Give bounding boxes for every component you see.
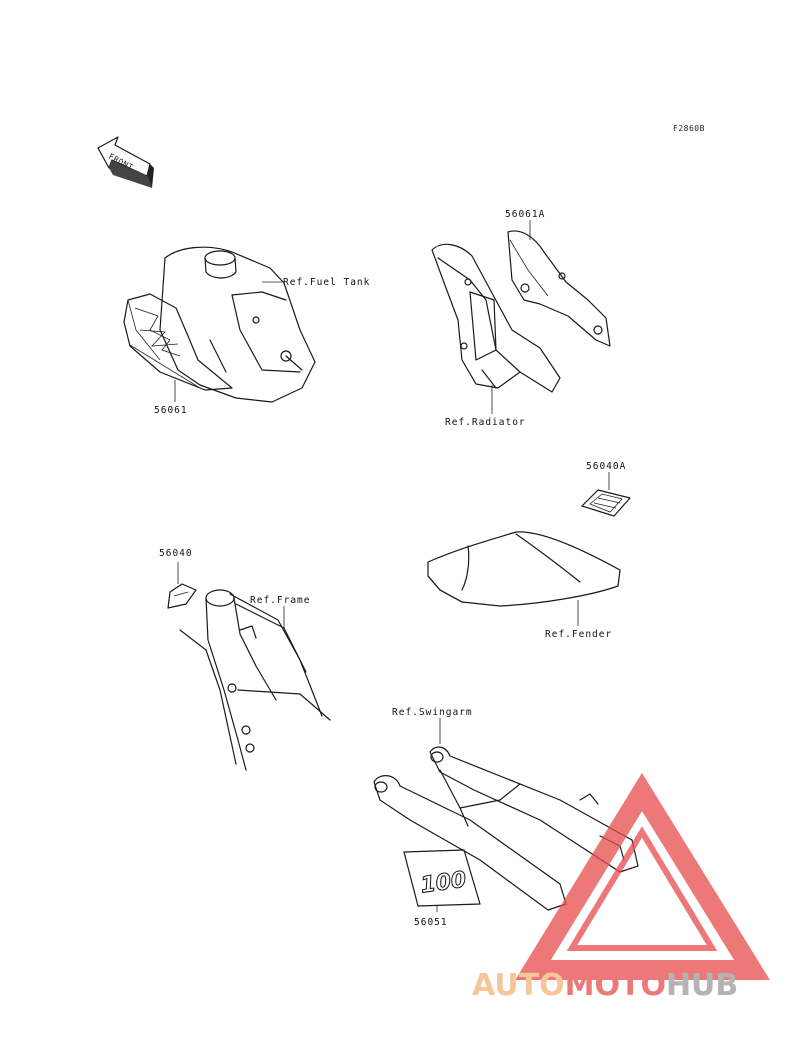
label-ref-fuel-tank: Ref.Fuel Tank	[283, 277, 370, 288]
automotohub-watermark: AUTOMOTOHUB	[472, 772, 770, 1003]
label-ref-radiator: Ref.Radiator	[445, 417, 526, 428]
fuel-tank-illustration	[159, 246, 316, 403]
radiator-shroud-illustration	[431, 243, 561, 393]
label-ref-swingarm: Ref.Swingarm	[392, 707, 473, 718]
rear-fender-illustration	[427, 531, 621, 607]
label-56061: 56061	[154, 405, 188, 416]
watermark-auto: AUTO	[472, 968, 565, 1003]
label-56061a: 56061A	[505, 209, 545, 220]
watermark-moto: MOTO	[565, 968, 666, 1003]
svg-text:AUTOMOTOHUB: AUTOMOTOHUB	[472, 968, 738, 1003]
frame-illustration	[179, 589, 331, 771]
label-56040: 56040	[159, 548, 193, 559]
decal-56051: 100	[403, 849, 481, 907]
watermark-triangle-icon	[515, 772, 770, 980]
label-56040a: 56040A	[586, 461, 626, 472]
decal-56040a	[581, 489, 631, 517]
decal-56040	[167, 583, 197, 609]
decal-56061a	[507, 230, 611, 347]
label-56051: 56051	[414, 917, 448, 928]
decal-100-text: 100	[419, 867, 468, 898]
figure-code: F2860B	[673, 124, 705, 133]
decal-56061	[123, 293, 233, 391]
watermark-hub: HUB	[666, 968, 738, 1003]
front-arrow-icon: FRONT	[97, 136, 154, 188]
label-ref-fender: Ref.Fender	[545, 629, 612, 640]
swingarm-illustration	[373, 746, 639, 911]
label-ref-frame: Ref.Frame	[250, 595, 310, 606]
